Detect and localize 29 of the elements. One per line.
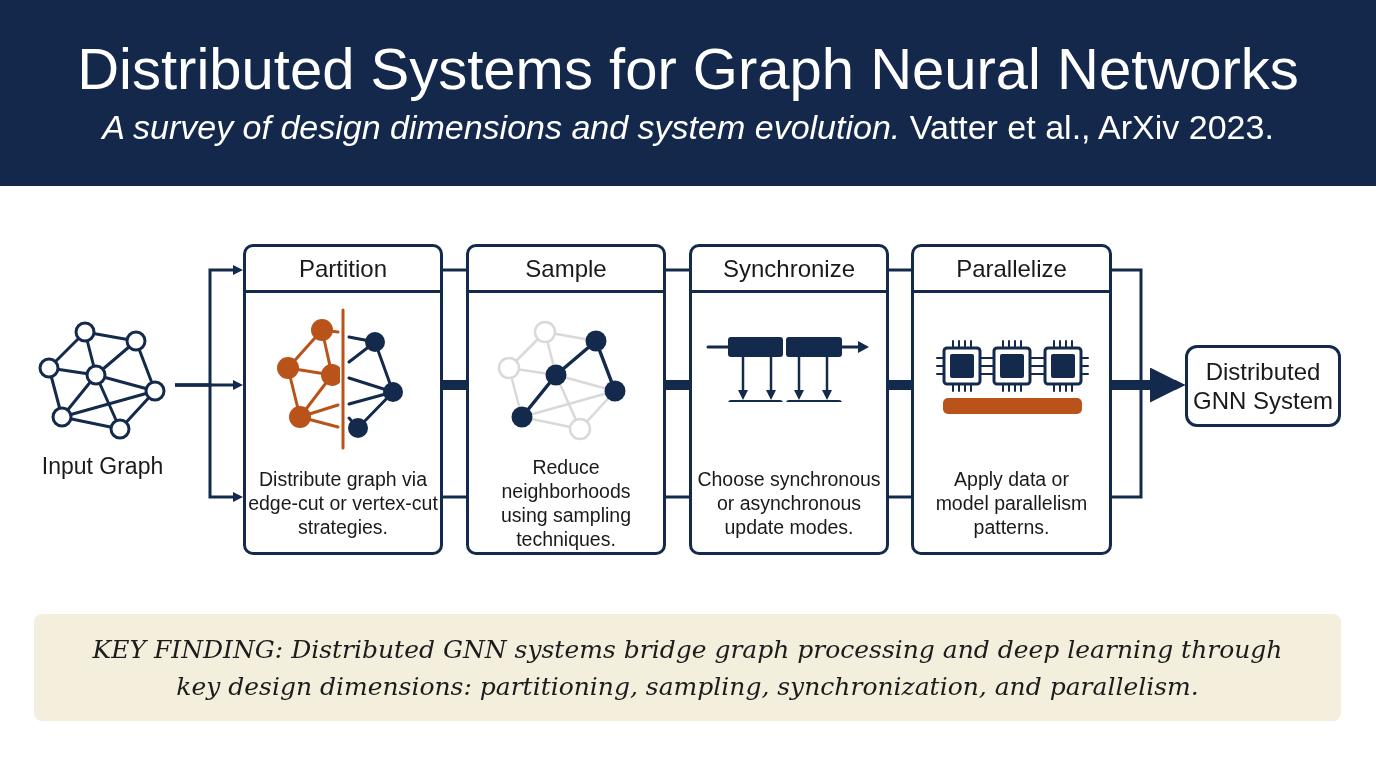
- stage-card: [466, 244, 666, 555]
- connector-line: [666, 495, 689, 499]
- stage-title: Parallelize: [956, 254, 1067, 283]
- output-label: Distributed GNN System: [1192, 357, 1334, 415]
- key-finding-text: KEY FINDING: Distributed GNN systems bridge graph processing and deep learning through key design dimensions: partitioning, sampling, synchronization, and parallelism.: [91, 633, 1284, 703]
- thick-connector-line: [889, 380, 911, 390]
- subtitle: A survey of design dimensions and system evolution. Vatter et al., ArXiv 2023.: [102, 107, 1274, 147]
- title: Distributed Systems for Graph Neural Networks: [77, 36, 1299, 102]
- stage-card: [911, 244, 1112, 555]
- connector-line: [666, 268, 689, 272]
- thick-arrow: [1112, 367, 1185, 403]
- connector-line: [889, 495, 911, 499]
- output-box: [1185, 345, 1341, 427]
- connector-line: [889, 268, 911, 272]
- stage-title: Partition: [298, 254, 387, 283]
- stage-description: Reduce neighborhoods using sampling techniques.: [499, 454, 633, 551]
- stage-description: Choose synchronous or asynchronous update modes.: [696, 466, 882, 539]
- connector-line: [443, 268, 466, 272]
- node-label: Input Graph: [41, 453, 164, 479]
- thick-connector-line: [666, 380, 689, 390]
- connector-line: [443, 495, 466, 499]
- stage-card: [243, 244, 443, 555]
- arrow: [175, 383, 243, 503]
- thick-connector-line: [443, 380, 466, 390]
- stage-description: Distribute graph via edge-cut or vertex-cut strategies.: [247, 466, 439, 539]
- stage-title: Sample: [525, 254, 607, 283]
- stage-title: Synchronize: [722, 254, 856, 283]
- stage-description: Apply data or model parallelism patterns.: [934, 466, 1089, 539]
- stage-card: [689, 244, 889, 555]
